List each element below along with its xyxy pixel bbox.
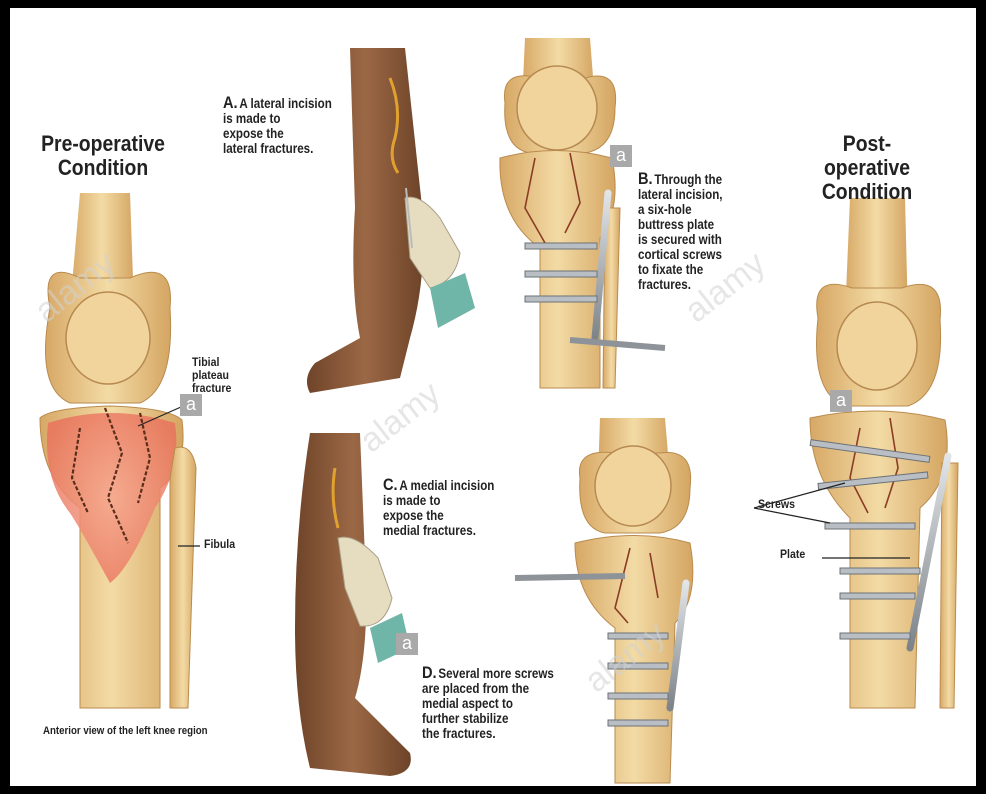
screwdriver-d <box>515 576 625 578</box>
step-d-text: Several more screws are placed from the … <box>422 666 554 741</box>
step-a-letter: A. <box>223 93 238 112</box>
screws-label: Screws <box>758 498 795 511</box>
tibial-fracture-label: Tibial plateau fracture <box>192 356 231 395</box>
step-c-caption: C.A medial incision is made to expose th… <box>383 462 494 538</box>
plate-label: Plate <box>780 548 805 561</box>
illustration-canvas: a a a a alamy alamy alamy alamy Pre-oper… <box>10 8 976 786</box>
post-operative-title: Post-operative Condition <box>801 132 933 204</box>
step-a-text: A lateral incision is made to expose the… <box>223 96 332 156</box>
pre-operative-title: Pre-operative Condition <box>37 132 169 180</box>
watermark-box-4: a <box>830 390 852 412</box>
watermark-box-2: a <box>610 145 632 167</box>
step-c-text: A medial incision is made to expose the … <box>383 478 494 538</box>
leg-lateral-incision <box>307 48 475 393</box>
fibula-label: Fibula <box>204 538 235 551</box>
step-b-text: Through the lateral incision, a six-hole… <box>638 172 723 292</box>
step-d-letter: D. <box>422 663 437 682</box>
view-footnote: Anterior view of the left knee region <box>43 725 208 737</box>
step-b-caption: B.Through the lateral incision, a six-ho… <box>638 156 723 292</box>
step-a-caption: A.A lateral incision is made to expose t… <box>223 80 332 156</box>
post-operative-knee <box>754 198 958 708</box>
watermark-box-3: a <box>396 633 418 655</box>
step-b-letter: B. <box>638 169 653 188</box>
watermark-box-1: a <box>180 394 202 416</box>
step-d-caption: D.Several more screws are placed from th… <box>422 650 554 741</box>
pre-fibula <box>170 447 196 708</box>
step-c-letter: C. <box>383 475 398 494</box>
